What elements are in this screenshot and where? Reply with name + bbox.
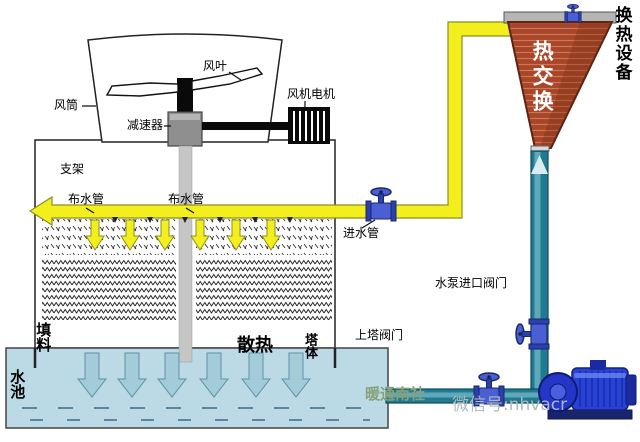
heat-exchange-equipment-label: 换热设备 [611,6,632,82]
fan-duct-label: 风筒 [54,98,79,112]
fan-motor [288,107,330,144]
distributor-left-label: 布水管 [68,192,105,206]
drive-shaft-column [178,145,193,363]
heat-dissipation-label: 散热 [237,335,273,356]
fan-blades [105,67,264,97]
heat-exchange-label: 热交换 [530,40,555,115]
watermark-wechat: 微信号:nhvacr [452,395,568,415]
spray-zone [42,219,332,255]
up-tower-valve-label: 上塔阀门 [355,328,404,342]
exchanger-top-valve [564,3,582,23]
fan-blade-label: 风叶 [203,59,228,73]
water-pump [538,360,637,420]
pump-inlet-valve-label: 水泵进口阀门 [435,276,508,290]
pool-label: 水池 [8,369,27,399]
heat-exchanger [503,11,617,152]
riser-valve [515,318,550,350]
cold-water-pipe [530,150,549,395]
fill-zone [42,258,332,320]
gearbox [167,111,203,147]
fan-motor-label: 风机电机 [287,87,336,101]
reducer-label: 减速器 [127,118,164,132]
water-pool [5,347,389,429]
inlet-valve [365,187,397,222]
fill-label: 填料 [34,322,53,352]
tower-body-label: 塔体 [301,333,317,359]
inlet-pipe-label: 进水管 [343,226,380,240]
distributor-right-label: 布水管 [168,192,205,206]
fan-hub [177,78,193,114]
leader-lines [82,71,376,229]
support-label: 支架 [60,162,85,176]
watermark-brand: 暖通南社 [365,385,426,403]
drive-belt-bar [202,122,289,130]
